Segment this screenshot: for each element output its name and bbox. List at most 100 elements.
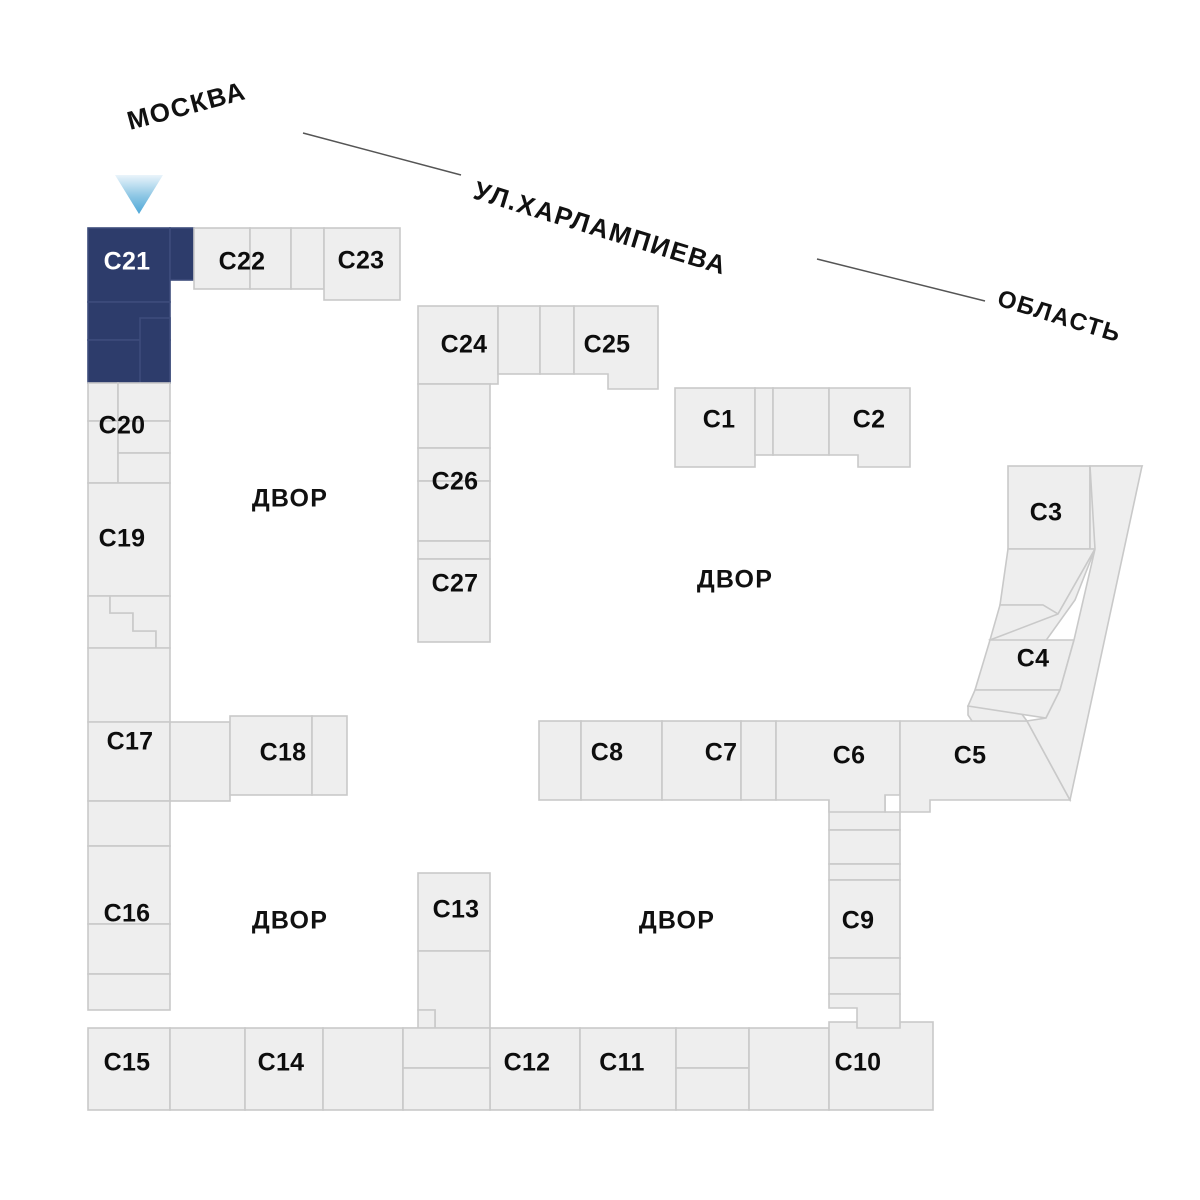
block-group-c9[interactable]: C9 [828,794,901,1029]
block-c26-b[interactable] [417,447,491,482]
block-label-c9: C9 [842,907,875,935]
block-label-c23: C23 [338,247,385,275]
block-c18-link[interactable] [169,721,231,802]
block-c9-d[interactable] [828,957,901,995]
block-group-right-edge[interactable] [1025,465,1143,803]
block-group-c5[interactable]: C5 [899,705,1072,813]
block-c26-a[interactable] [417,383,491,449]
block-c20-e[interactable] [117,452,171,484]
block-group-c15[interactable]: C15 [87,1027,246,1111]
block-c21-inner-strip[interactable] [139,317,171,384]
block-group-c12[interactable]: C12 [402,1009,581,1111]
right-edge-fill[interactable] [1025,465,1143,803]
block-c20-d[interactable] [117,420,171,454]
block-c2-a[interactable] [772,387,830,456]
block-c21-body[interactable] [87,227,171,303]
yard-label-nw: ДВОР [252,485,328,513]
block-group-c1[interactable]: C1 [674,387,774,468]
block-group-c27[interactable]: C27 [417,540,491,643]
leader-line-oblast [816,258,986,302]
block-c3-inner[interactable] [1007,465,1091,550]
block-c16-a[interactable] [87,800,171,847]
location-marker-icon [115,175,163,214]
block-group-c21[interactable]: C21 [87,227,195,384]
block-c17-body[interactable] [87,647,171,723]
block-c8-b[interactable] [580,720,663,801]
block-label-c25: C25 [584,331,631,359]
block-c9-c[interactable] [828,879,901,959]
block-label-c10: C10 [835,1049,882,1077]
block-c27-a[interactable] [417,540,491,560]
block-c11-b[interactable] [675,1027,750,1069]
block-group-c24[interactable]: C24 [417,305,541,385]
block-c18-b[interactable] [311,715,348,796]
block-c12-lower[interactable] [402,1067,491,1111]
block-label-c6: C6 [833,742,866,770]
block-group-c11[interactable]: C11 [579,1027,750,1111]
block-c21-ear[interactable] [169,227,195,281]
block-label-c4: C4 [1017,645,1050,673]
block-c15-b[interactable] [169,1027,246,1111]
block-c24-b[interactable] [497,305,541,375]
block-c2-b[interactable] [828,387,911,468]
block-c14-a[interactable] [244,1027,324,1111]
block-group-c18[interactable]: C18 [169,715,348,802]
block-group-c10[interactable]: C10 [748,1021,934,1111]
block-group-c6[interactable]: C6 [775,720,901,813]
block-c12-notch[interactable] [402,1027,491,1069]
block-c16-d[interactable] [87,973,171,1011]
block-group-c23[interactable]: C23 [323,227,401,301]
block-c27-b[interactable] [417,558,491,643]
block-c14-b[interactable] [322,1027,404,1111]
block-c19-body[interactable] [87,482,171,597]
block-c11-c[interactable] [675,1067,750,1111]
block-c25-a[interactable] [539,305,575,375]
yard-label-sw: ДВОР [252,907,328,935]
block-label-c17: C17 [107,728,154,756]
block-label-c24: C24 [441,331,488,359]
block-label-c20: C20 [99,412,146,440]
block-label-c7: C7 [705,739,738,767]
block-c10-a[interactable] [748,1027,830,1111]
block-group-c7[interactable]: C7 [661,720,777,801]
yard-label-se: ДВОР [639,907,715,935]
block-c9-a[interactable] [828,829,901,865]
block-group-c13[interactable]: C13 [417,872,491,1029]
block-c13-top[interactable] [417,872,491,952]
block-c1-link[interactable] [754,387,774,456]
block-c7-b[interactable] [740,720,777,801]
block-c16-c[interactable] [87,923,171,975]
leader-line-moskva [302,132,462,176]
block-c9-b[interactable] [828,863,901,881]
block-c10-b[interactable] [828,1021,934,1111]
block-group-c26[interactable]: C26 [417,383,491,542]
block-group-c2[interactable]: C2 [772,387,911,468]
block-label-c1: C1 [703,406,736,434]
block-group-c20[interactable]: C20 [87,382,171,484]
block-c9-e[interactable] [828,993,901,1029]
block-group-c17[interactable]: C17 [87,647,171,802]
block-c22-b[interactable] [249,227,292,290]
block-label-c13: C13 [433,896,480,924]
block-label-c5: C5 [954,742,987,770]
block-group-c22[interactable]: C22 [193,227,325,290]
block-c23-body[interactable] [323,227,401,301]
block-group-c16[interactable]: C16 [87,800,171,1011]
block-c25-b[interactable] [573,305,659,390]
block-group-c4[interactable]: C4 [966,548,1096,719]
block-group-c14[interactable]: C14 [244,1027,404,1111]
block-c1-body[interactable] [674,387,756,468]
block-c15-a[interactable] [87,1027,171,1111]
block-group-c25[interactable]: C25 [539,305,659,390]
block-c22-c[interactable] [290,227,325,290]
block-group-c8[interactable]: C8 [538,720,663,801]
block-c11-a[interactable] [579,1027,677,1111]
block-group-c19[interactable]: C19 [87,482,171,649]
block-c7-a[interactable] [661,720,742,801]
block-c8-a[interactable] [538,720,582,801]
block-c16-b[interactable] [87,845,171,925]
block-c20-b[interactable] [117,382,171,422]
block-label-c26: C26 [432,468,479,496]
block-c26-c[interactable] [417,480,491,542]
block-c19-step-outer[interactable] [109,595,171,649]
